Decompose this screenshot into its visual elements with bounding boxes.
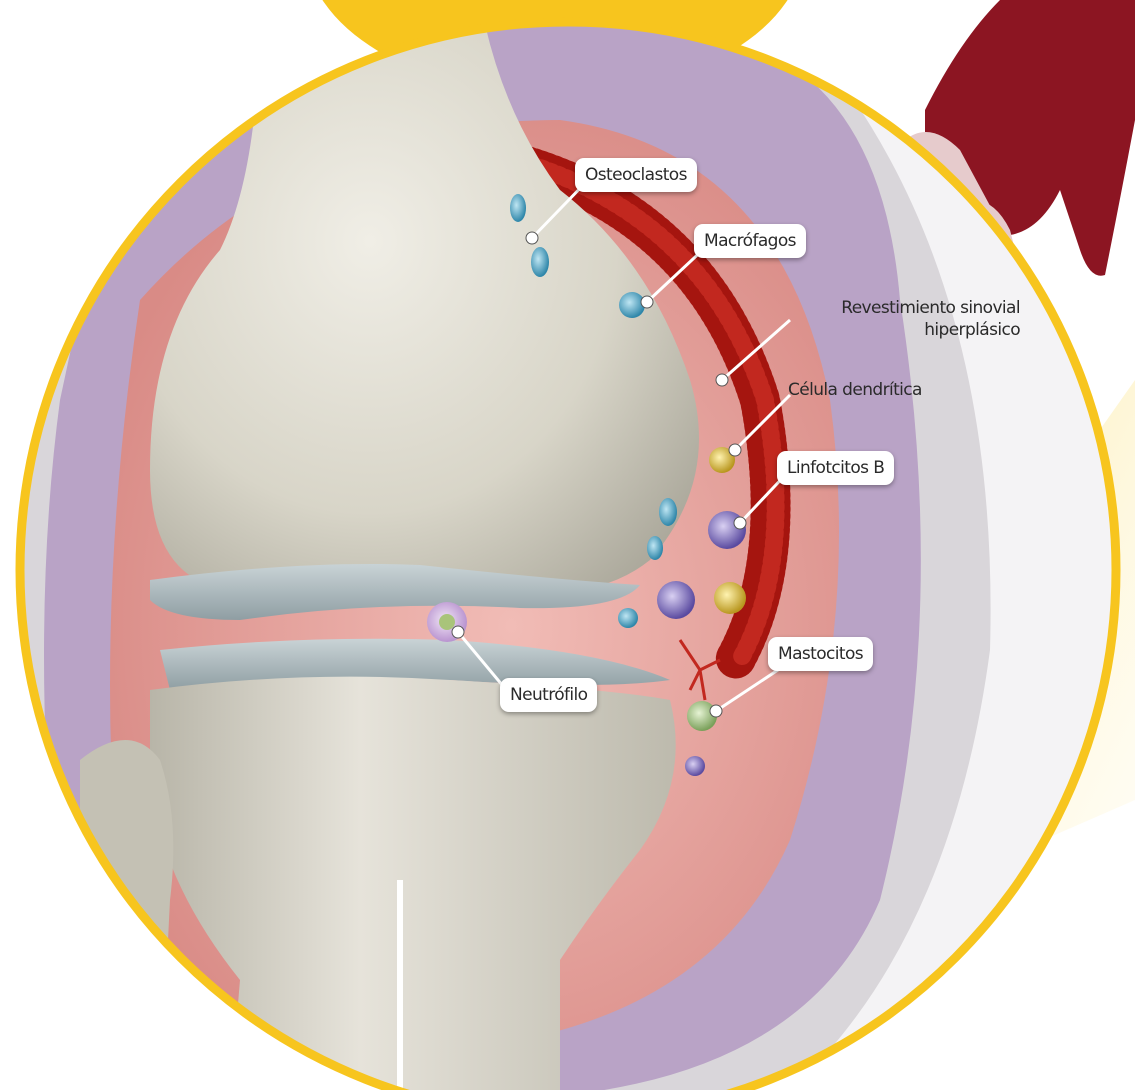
label-revestimiento-line2: hiperplásico [780,319,1020,341]
label-linfocitos-b: Linfotcitos B [777,451,894,485]
label-macrofagos: Macrófagos [694,224,806,258]
label-revestimiento-sinovial: Revestimiento sinovial hiperplásico [780,297,1020,341]
label-celula-dendritica: Célula dendrítica [778,373,932,407]
label-neutrofilo: Neutrófilo [500,678,597,712]
label-mastocitos: Mastocitos [768,637,873,671]
label-revestimiento-line1: Revestimiento sinovial [780,297,1020,319]
label-osteoclastos: Osteoclastos [575,158,697,192]
fibula-shape [80,740,173,1090]
